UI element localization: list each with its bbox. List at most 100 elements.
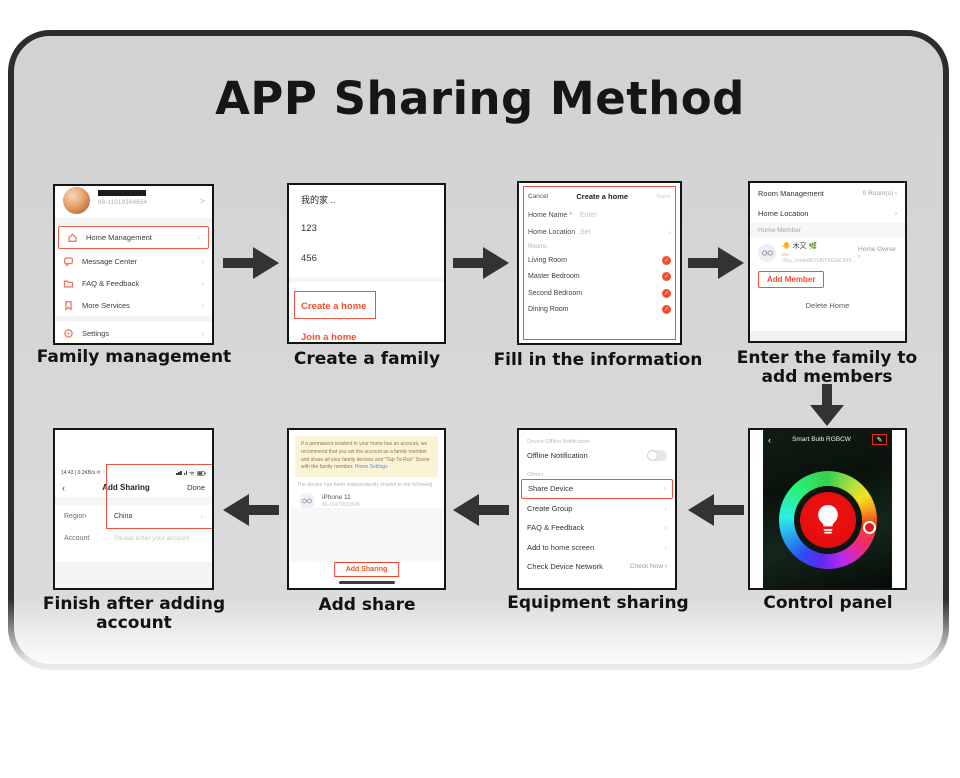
member-id: wx-o5u_sviae86YH6YMGAOH9... xyxy=(782,252,856,264)
menu-item-more-services[interactable]: More Services › xyxy=(55,294,212,316)
status-left: 14:43 | 0.2KB/s ⟳ ♡ xyxy=(61,470,107,476)
home-name-placeholder: Enter xyxy=(580,212,597,219)
arrow-right-icon xyxy=(688,247,744,279)
avatar xyxy=(758,243,776,262)
chevron-right-icon: › xyxy=(197,232,200,242)
profile-header[interactable]: 86-11019364654 > xyxy=(55,186,212,218)
message-icon xyxy=(63,256,74,267)
bulb-icon xyxy=(817,505,838,534)
add-sharing-button[interactable]: Add Sharing xyxy=(333,562,400,577)
battery-icon xyxy=(197,470,206,476)
color-selector-handle[interactable] xyxy=(862,521,876,535)
share-device-row[interactable]: Share Device › xyxy=(528,483,666,493)
caption-create-family: Create a family xyxy=(293,349,441,369)
screenshot-add-members: Room Management 0 Room(s) › Home Locatio… xyxy=(748,181,907,343)
chevron-right-icon: › xyxy=(663,483,666,493)
color-wheel[interactable] xyxy=(778,471,877,570)
home-member-header: Home Member xyxy=(750,223,905,237)
divider xyxy=(289,277,444,282)
check-icon[interactable]: ✓ xyxy=(662,288,671,298)
cancel-button[interactable]: Cancel xyxy=(528,192,549,200)
chevron-right-icon: › xyxy=(894,189,897,197)
menu-item-faq-feedback[interactable]: FAQ & Feedback › xyxy=(55,272,212,294)
offline-notification-row[interactable]: Offline Notification xyxy=(519,446,675,466)
chevron-right-icon: › xyxy=(664,503,667,513)
account-placeholder: Please enter your account xyxy=(114,534,190,542)
back-icon[interactable]: ‹ xyxy=(62,482,65,493)
menu-item-settings[interactable]: Settings › xyxy=(55,322,212,343)
home-icon xyxy=(68,233,77,242)
check-icon[interactable]: ✓ xyxy=(662,272,671,282)
chevron-right-icon: > xyxy=(199,196,205,206)
section-header: Device Offline Notification xyxy=(527,439,590,445)
home-location-row[interactable]: Home Location › xyxy=(758,208,897,218)
phone-number: 86-11019364654 xyxy=(98,200,148,206)
home-settings-link[interactable]: Home Settings xyxy=(354,464,388,471)
check-network-row[interactable]: Check Device Network Check Now › xyxy=(527,562,667,572)
chevron-right-icon: › xyxy=(201,328,204,338)
back-icon[interactable]: ‹ xyxy=(768,434,771,445)
arrow-left-icon xyxy=(453,494,509,526)
save-button[interactable]: Save xyxy=(656,192,671,200)
menu-item-home-management[interactable]: Home Management › xyxy=(59,227,208,247)
arrow-left-icon xyxy=(223,494,279,526)
create-home-button[interactable]: Create a home xyxy=(294,291,377,319)
done-button[interactable]: Done xyxy=(187,483,205,492)
join-home-button[interactable]: Join a home xyxy=(301,332,357,343)
highlight-box: Share Device › xyxy=(521,478,673,499)
caption-family-management: Family management xyxy=(36,347,232,367)
status-bar: 14:43 | 0.2KB/s ⟳ ♡ xyxy=(55,468,212,478)
chevron-right-icon: › xyxy=(201,278,204,288)
room-row[interactable]: Master Bedroom ✓ xyxy=(528,272,671,282)
bulb-control-screen: ‹ Smart Bulb RGBCW ✎ xyxy=(763,430,892,588)
region-row[interactable]: Region China › xyxy=(64,511,203,521)
delete-home-button[interactable]: Delete Home xyxy=(805,301,850,310)
home-indicator-bar xyxy=(338,580,395,584)
section-header: Others xyxy=(527,471,544,478)
page-header: Add Sharing xyxy=(102,483,150,492)
member-row[interactable]: 🐥 木又 🌿 wx-o5u_sviae86YH6YMGAOH9... Home … xyxy=(750,237,905,268)
check-icon[interactable]: ✓ xyxy=(662,255,671,265)
check-now-link[interactable]: Check Now › xyxy=(629,563,667,571)
menu-item-message-center[interactable]: Message Center › xyxy=(55,250,212,272)
caption-equipment-sharing: Equipment sharing xyxy=(507,593,689,613)
chevron-right-icon: › xyxy=(201,300,204,310)
screenshot-equipment-sharing: Device Offline Notification Offline Noti… xyxy=(517,428,677,590)
shared-device-name: iPhone 11 xyxy=(322,494,351,501)
home-name-field[interactable]: Home Name * Enter xyxy=(528,212,597,219)
bookmark-icon xyxy=(65,300,72,311)
glasses-icon xyxy=(302,498,312,504)
create-group-row[interactable]: Create Group › xyxy=(527,503,667,513)
empty-area xyxy=(291,508,442,562)
screenshot-control-panel: ‹ Smart Bulb RGBCW ✎ xyxy=(748,428,907,590)
toggle-switch-off[interactable] xyxy=(647,450,667,462)
arrow-left-icon xyxy=(688,494,744,526)
chevron-right-icon: › xyxy=(664,542,667,552)
room-row[interactable]: Dining Room ✓ xyxy=(528,305,671,315)
edit-pencil-icon[interactable]: ✎ xyxy=(872,434,887,445)
toggle-knob xyxy=(648,451,657,461)
account-row[interactable]: Account Please enter your account xyxy=(64,534,190,542)
add-home-screen-row[interactable]: Add to home screen › xyxy=(527,542,667,552)
signal-icon xyxy=(183,471,187,475)
bulb-preview xyxy=(799,492,856,549)
required-asterisk: * xyxy=(569,212,572,219)
room-row[interactable]: Living Room ✓ xyxy=(528,255,671,265)
faq-feedback-row[interactable]: FAQ & Feedback › xyxy=(527,523,667,533)
caption-add-share: Add share xyxy=(318,595,416,615)
divider xyxy=(55,497,212,505)
home-entry[interactable]: 123 xyxy=(301,223,317,234)
member-name: 🐥 木又 🌿 xyxy=(782,243,818,250)
home-entry[interactable]: 456 xyxy=(301,253,317,264)
faq-icon xyxy=(63,280,74,288)
arrow-right-icon xyxy=(453,247,509,279)
shared-note: The device has been independently shared… xyxy=(297,482,433,488)
check-icon[interactable]: ✓ xyxy=(662,305,671,315)
room-row[interactable]: Second Bedroom ✓ xyxy=(528,288,671,298)
shared-member-row[interactable]: iPhone 11 86-15479532545 xyxy=(289,488,444,515)
home-location-field[interactable]: Home Location Set › xyxy=(528,228,671,237)
room-management-row[interactable]: Room Management 0 Room(s) › xyxy=(758,188,897,198)
add-member-button[interactable]: Add Member xyxy=(758,271,825,288)
home-dropdown[interactable]: 我的家 .. xyxy=(301,195,336,205)
